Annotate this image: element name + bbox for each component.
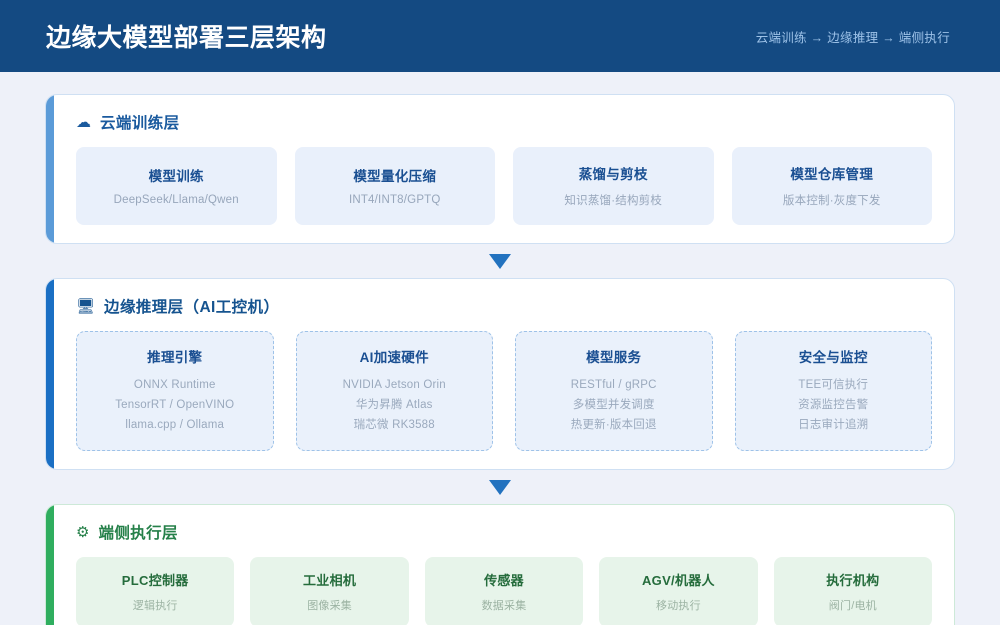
card-line: 多模型并发调度: [572, 398, 655, 411]
triangle-down-icon: [489, 253, 511, 269]
card-plc-controller[interactable]: PLC控制器 逻辑执行: [76, 557, 235, 625]
card-line: 知识蒸馏·结构剪枝: [564, 195, 663, 207]
layer-edge-inference: 🖥 边缘推理层（AI工控机） 推理引擎 ONNX Runtime TensorR…: [45, 278, 955, 471]
card-title: 蒸馏与剪枝: [578, 167, 648, 182]
layer-accent-bar: [46, 279, 54, 470]
card-row: PLC控制器 逻辑执行 工业相机 图像采集 传感器 数据采集 AGV/机器人 移…: [76, 557, 933, 625]
card-line: ONNX Runtime: [133, 379, 216, 391]
card-line: NVIDIA Jetson Orin: [342, 379, 446, 391]
card-security-monitoring[interactable]: 安全与监控 TEE可信执行 资源监控告警 日志审计追溯: [734, 331, 932, 452]
card-actuator[interactable]: 执行机构 阀门/电机: [773, 557, 933, 625]
triangle-down-icon: [489, 479, 511, 495]
card-distillation-pruning[interactable]: 蒸馏与剪枝 知识蒸馏·结构剪枝: [513, 147, 714, 225]
card-model-quantization[interactable]: 模型量化压缩 INT4/INT8/GPTQ: [294, 147, 495, 225]
gear-icon: ⚙: [76, 523, 90, 541]
card-title: 模型服务: [586, 350, 642, 365]
card-model-registry[interactable]: 模型仓库管理 版本控制·灰度下发: [731, 147, 932, 225]
card-title: 工业相机: [303, 573, 357, 589]
page-header: 边缘大模型部署三层架构 云端训练 → 边缘推理 → 端侧执行: [0, 0, 1000, 72]
card-line: 日志审计追溯: [798, 418, 869, 431]
cloud-icon: ☁: [76, 113, 91, 131]
card-title: 执行机构: [826, 573, 880, 589]
architecture-canvas: ☁ 云端训练层 模型训练 DeepSeek/Llama/Qwen 模型量化压缩 …: [0, 72, 1000, 625]
card-title: PLC控制器: [121, 573, 189, 589]
card-title: 模型训练: [148, 169, 204, 184]
card-title: AGV/机器人: [641, 573, 715, 589]
card-line: 瑞芯微 RK3588: [353, 418, 435, 431]
layer-accent-bar: [46, 95, 54, 243]
card-line: llama.cpp / Ollama: [125, 418, 225, 431]
card-title: 模型量化压缩: [353, 169, 437, 184]
layer-title: 云端训练层: [100, 115, 180, 132]
card-line: 华为昇腾 Atlas: [355, 398, 433, 411]
card-line: 数据采集: [481, 600, 527, 613]
card-inference-engine[interactable]: 推理引擎 ONNX Runtime TensorRT / OpenVINO ll…: [76, 331, 274, 452]
layer-accent-bar: [46, 505, 54, 625]
card-line: 版本控制·灰度下发: [782, 195, 881, 207]
card-industrial-camera[interactable]: 工业相机 图像采集: [250, 557, 409, 625]
layer-header: ⚙ 端侧执行层: [76, 521, 932, 543]
card-title: AI加速硬件: [359, 350, 429, 365]
card-line: INT4/INT8/GPTQ: [348, 194, 441, 206]
card-title: 推理引擎: [147, 350, 203, 365]
layer-header: 🖥 边缘推理层（AI工控机）: [76, 295, 932, 317]
card-line: DeepSeek/Llama/Qwen: [113, 194, 239, 206]
card-line: 图像采集: [307, 600, 353, 613]
connector-edge-to-device: [45, 470, 955, 504]
connector-cloud-to-edge: [45, 244, 955, 278]
layer-cloud-training: ☁ 云端训练层 模型训练 DeepSeek/Llama/Qwen 模型量化压缩 …: [45, 94, 955, 244]
layer-title: 边缘推理层（AI工控机）: [104, 299, 280, 316]
card-line: 资源监控告警: [798, 398, 869, 411]
card-line: 逻辑执行: [132, 600, 178, 613]
layer-title: 端侧执行层: [98, 525, 178, 543]
layer-header: ☁ 云端训练层: [76, 111, 932, 133]
card-line: TEE可信执行: [798, 379, 869, 391]
card-line: TensorRT / OpenVINO: [115, 398, 235, 411]
card-sensor[interactable]: 传感器 数据采集: [424, 557, 584, 625]
page-title: 边缘大模型部署三层架构: [46, 24, 327, 52]
card-title: 模型仓库管理: [790, 167, 874, 182]
card-model-serving[interactable]: 模型服务 RESTful / gRPC 多模型并发调度 热更新·版本回退: [515, 331, 713, 452]
card-row: 推理引擎 ONNX Runtime TensorRT / OpenVINO ll…: [76, 331, 932, 452]
card-title: 传感器: [484, 573, 524, 589]
card-title: 安全与监控: [798, 350, 868, 365]
layer-device-execution: ⚙ 端侧执行层 PLC控制器 逻辑执行 工业相机 图像采集 传感器 数据采集 A…: [45, 504, 955, 625]
card-agv-robot[interactable]: AGV/机器人 移动执行: [599, 557, 758, 625]
card-line: 阀门/电机: [828, 600, 877, 613]
card-ai-accelerator-hardware[interactable]: AI加速硬件 NVIDIA Jetson Orin 华为昇腾 Atlas 瑞芯微…: [295, 331, 493, 452]
card-line: 热更新·版本回退: [570, 418, 657, 431]
header-flow-subtitle: 云端训练 → 边缘推理 → 端侧执行: [755, 30, 950, 45]
card-line: 移动执行: [656, 600, 701, 613]
card-model-training[interactable]: 模型训练 DeepSeek/Llama/Qwen: [76, 147, 277, 225]
card-row: 模型训练 DeepSeek/Llama/Qwen 模型量化压缩 INT4/INT…: [76, 147, 932, 225]
card-line: RESTful / gRPC: [570, 379, 657, 391]
monitor-icon: 🖥: [76, 297, 96, 315]
